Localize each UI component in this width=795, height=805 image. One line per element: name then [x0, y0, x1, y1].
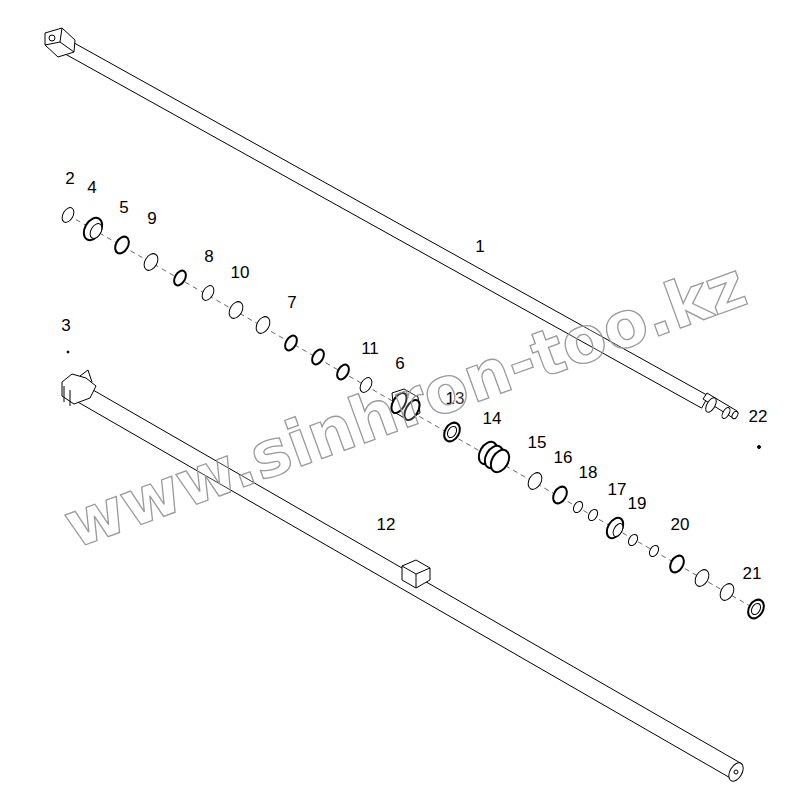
callout-number: 9: [147, 210, 156, 227]
callout-number: 5: [119, 199, 128, 216]
callout-number: 22: [749, 408, 768, 425]
callout-number: 8: [204, 248, 213, 265]
callout-number: 6: [395, 355, 404, 372]
callout-number: 10: [231, 264, 250, 281]
callout-number: 17: [608, 481, 627, 498]
callout-number: 2: [65, 170, 74, 187]
callout-number: 11: [361, 340, 379, 357]
callout-number: 4: [87, 179, 96, 196]
callout-number: 20: [671, 516, 690, 533]
callout-number: 19: [628, 495, 647, 512]
callout-number: 1: [475, 238, 484, 255]
callout-number: 16: [554, 449, 573, 466]
callout-number: 18: [579, 464, 598, 481]
callout-number: 3: [61, 317, 70, 334]
callout-number: 14: [483, 410, 502, 427]
callout-number: 12: [377, 516, 396, 533]
callout-number: 21: [743, 565, 762, 582]
watermark: www.sinhron-too.kz: [56, 252, 754, 558]
callout-number: 7: [287, 294, 296, 311]
callout-number: 15: [528, 434, 547, 451]
